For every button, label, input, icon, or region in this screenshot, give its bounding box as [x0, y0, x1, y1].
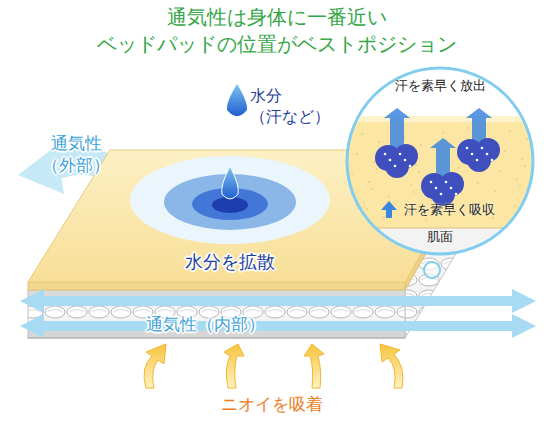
outer-air-label: 通気性 （外部） [28, 132, 124, 176]
title: 通気性は身体に一番近い ベッドパッドの位置がベストポジション [67, 4, 487, 58]
magnifier-spot [424, 262, 440, 278]
inner-air-label: 通気性（内部） [146, 313, 265, 335]
odor-arrows [144, 344, 403, 388]
release-label: 汗を素早く放出 [395, 78, 486, 95]
inner-air-arrows [20, 289, 536, 338]
absorb-label: 汗を素早く吸収 [404, 202, 495, 219]
skin-label: 肌面 [427, 229, 453, 246]
spread-label: 水分を拡散 [185, 250, 275, 273]
inset-drawing [345, 66, 535, 256]
moisture-label: 水分 （汗など） [250, 86, 342, 128]
water-drop [227, 84, 247, 116]
inset-circle: 汗を素早く放出汗を素早く吸収肌面 [345, 66, 535, 256]
odor-label: ニオイを吸着 [221, 393, 323, 415]
water-spread [130, 156, 330, 244]
